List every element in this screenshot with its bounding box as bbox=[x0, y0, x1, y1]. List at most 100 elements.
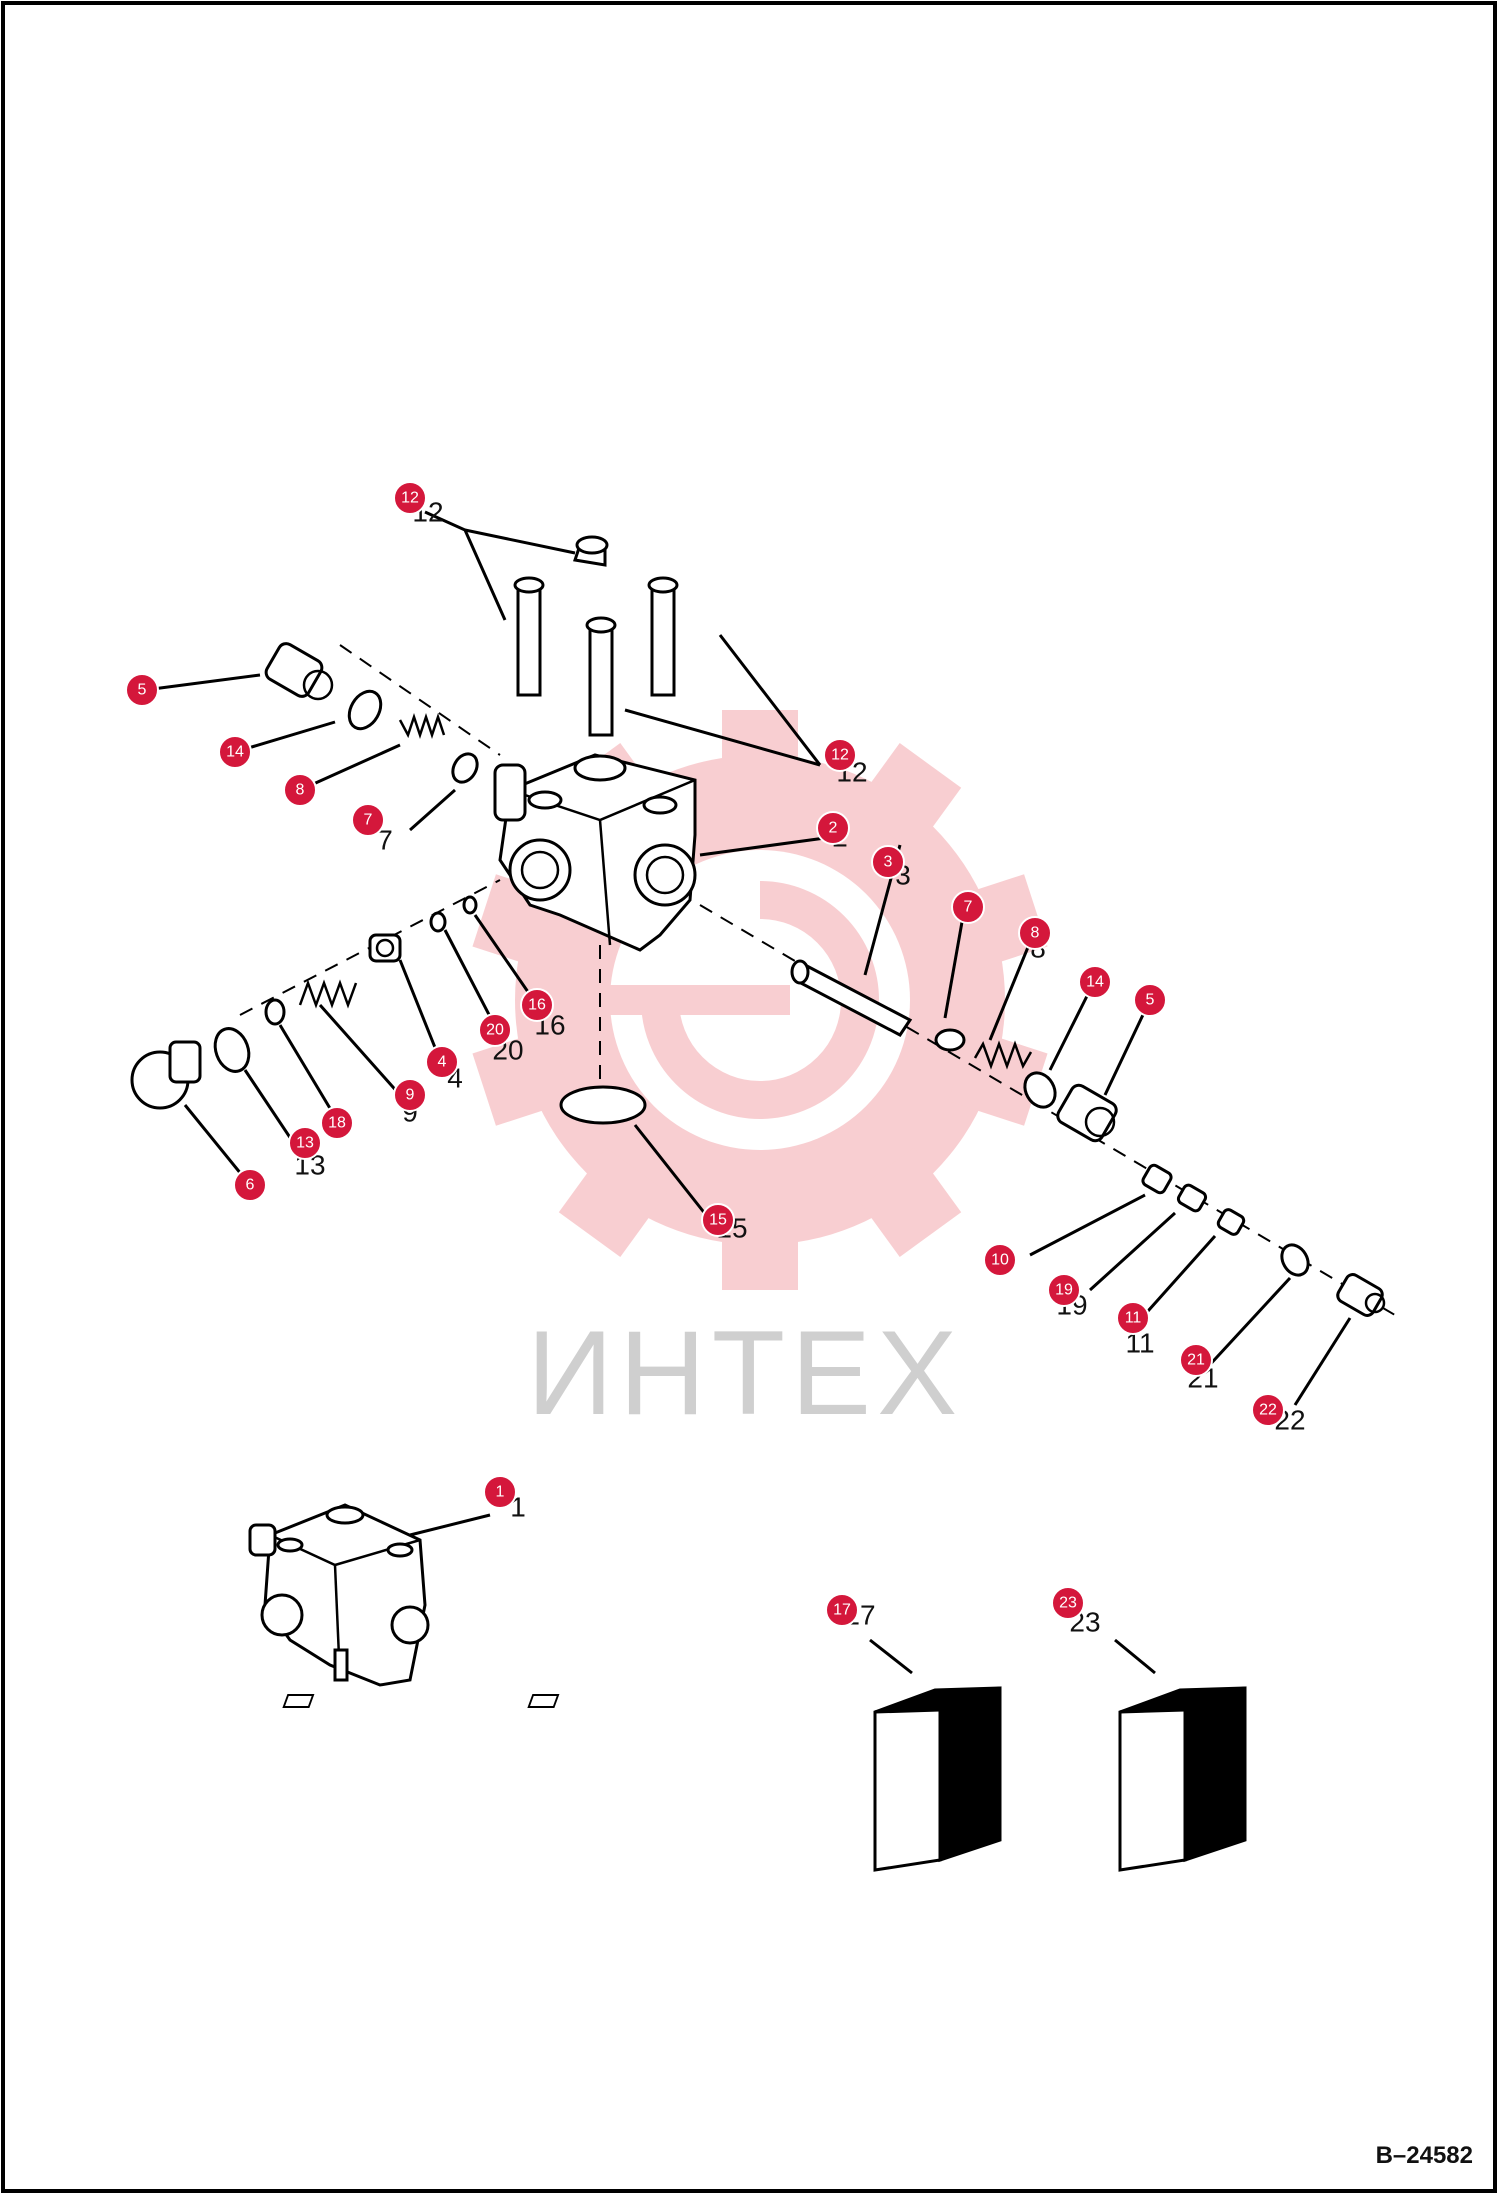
callout-3: 3 bbox=[871, 845, 905, 879]
callout-4: 4 bbox=[425, 1045, 459, 1079]
callout-7: 7 bbox=[351, 803, 385, 837]
callout-label: 18 bbox=[328, 1115, 346, 1132]
plug-small bbox=[1336, 1273, 1386, 1317]
ref-7: 7 bbox=[377, 825, 393, 856]
callout-22: 22 bbox=[1251, 1393, 1285, 1427]
callout-label: 14 bbox=[226, 744, 244, 761]
callout-circle bbox=[351, 803, 385, 837]
callout-21: 21 bbox=[1179, 1343, 1213, 1377]
callout-label: 23 bbox=[1059, 1595, 1077, 1612]
callout-23: 23 bbox=[1051, 1586, 1085, 1620]
callout-circle bbox=[1116, 1301, 1150, 1335]
callout-label: 6 bbox=[246, 1177, 255, 1194]
axis-left-upper bbox=[339, 644, 501, 756]
callout-circle bbox=[1179, 1343, 1213, 1377]
callout-label: 5 bbox=[138, 682, 147, 699]
callout-label: 12 bbox=[401, 490, 419, 507]
plug-lower-left bbox=[130, 1040, 202, 1110]
callout-label: 15 bbox=[709, 1212, 727, 1229]
ring-small bbox=[1280, 1243, 1310, 1277]
seal-kit-17 bbox=[282, 1686, 1002, 1872]
assembled-valve bbox=[248, 1503, 430, 1687]
callout-circle bbox=[125, 673, 159, 707]
callout-label: 2 bbox=[829, 820, 838, 837]
callout-label: 11 bbox=[1125, 1310, 1142, 1327]
fitting-c bbox=[1216, 1208, 1246, 1236]
fitting-b bbox=[1176, 1183, 1208, 1213]
callout-label: 9 bbox=[406, 1087, 415, 1104]
callout-14: 14 bbox=[218, 735, 252, 769]
seal-kit-23 bbox=[527, 1686, 1247, 1872]
callout-label: 19 bbox=[1055, 1282, 1073, 1299]
callout-2: 2 bbox=[816, 811, 850, 845]
callout-8: 8 bbox=[1018, 916, 1052, 950]
watermark-text: ИНТЕХ bbox=[527, 1306, 963, 1440]
callout-12: 12 bbox=[393, 481, 427, 515]
plug-upper-left bbox=[264, 642, 334, 701]
bolt-left bbox=[513, 576, 545, 697]
callout-label: 8 bbox=[1031, 925, 1040, 942]
large-oring bbox=[559, 1085, 647, 1125]
callout-circle bbox=[871, 845, 905, 879]
callout-label: 5 bbox=[1146, 992, 1155, 1009]
spring-upper-left bbox=[398, 713, 446, 739]
small-washer-a bbox=[429, 911, 447, 933]
callout-circle bbox=[1047, 1273, 1081, 1307]
callout-17: 17 bbox=[825, 1593, 859, 1627]
callout-label: 4 bbox=[438, 1054, 447, 1071]
callout-circle bbox=[1018, 916, 1052, 950]
callout-circle bbox=[320, 1106, 354, 1140]
callout-circle bbox=[823, 738, 857, 772]
callout-circle bbox=[283, 773, 317, 807]
callout-label: 10 bbox=[991, 1252, 1009, 1269]
callout-5: 5 bbox=[125, 673, 159, 707]
callout-12: 12 bbox=[823, 738, 857, 772]
callout-label: 7 bbox=[964, 899, 973, 916]
callout-15: 15 bbox=[701, 1203, 735, 1237]
callout-14: 14 bbox=[1078, 965, 1112, 999]
callout-circle bbox=[288, 1126, 322, 1160]
callout-1: 1 bbox=[483, 1475, 517, 1509]
callout-6: 6 bbox=[233, 1168, 267, 1202]
washer-upper-left bbox=[451, 752, 479, 784]
callout-8: 8 bbox=[283, 773, 317, 807]
callout-circle bbox=[701, 1203, 735, 1237]
callout-16: 16 bbox=[520, 988, 554, 1022]
callout-markers: 1234556778891011121213141415161718192021… bbox=[125, 481, 1285, 1627]
callout-circle bbox=[1251, 1393, 1285, 1427]
callout-label: 13 bbox=[296, 1135, 314, 1152]
callout-5: 5 bbox=[1133, 983, 1167, 1017]
callout-circle bbox=[1051, 1586, 1085, 1620]
bolt-right bbox=[647, 576, 679, 697]
leader-lines bbox=[144, 510, 1352, 1675]
callout-circle bbox=[816, 811, 850, 845]
spool-right bbox=[790, 959, 913, 1037]
callout-label: 22 bbox=[1259, 1402, 1277, 1419]
oring-upper-left bbox=[347, 689, 383, 731]
callout-label: 17 bbox=[833, 1602, 851, 1619]
callout-7: 7 bbox=[951, 890, 985, 924]
callout-9: 9 bbox=[393, 1078, 427, 1112]
spring-right bbox=[973, 1040, 1033, 1070]
callout-label: 8 bbox=[296, 782, 305, 799]
bolt-rear-top bbox=[573, 535, 609, 567]
callout-label: 14 bbox=[1086, 974, 1104, 991]
callout-13: 13 bbox=[288, 1126, 322, 1160]
plug-right bbox=[1056, 1083, 1118, 1143]
callout-circle bbox=[233, 1168, 267, 1202]
oring-right bbox=[1023, 1071, 1057, 1109]
bolt-center bbox=[585, 616, 617, 737]
callout-label: 7 bbox=[364, 812, 373, 829]
washer-right bbox=[934, 1028, 966, 1052]
callout-circle bbox=[983, 1243, 1017, 1277]
callout-18: 18 bbox=[320, 1106, 354, 1140]
washer-lower-left bbox=[264, 998, 286, 1026]
callout-label: 20 bbox=[486, 1022, 504, 1039]
drawing-id: B–24582 bbox=[1376, 2142, 1473, 2169]
callout-circle bbox=[478, 1013, 512, 1047]
callout-circle bbox=[825, 1593, 859, 1627]
spring-lower-left bbox=[298, 979, 358, 1009]
